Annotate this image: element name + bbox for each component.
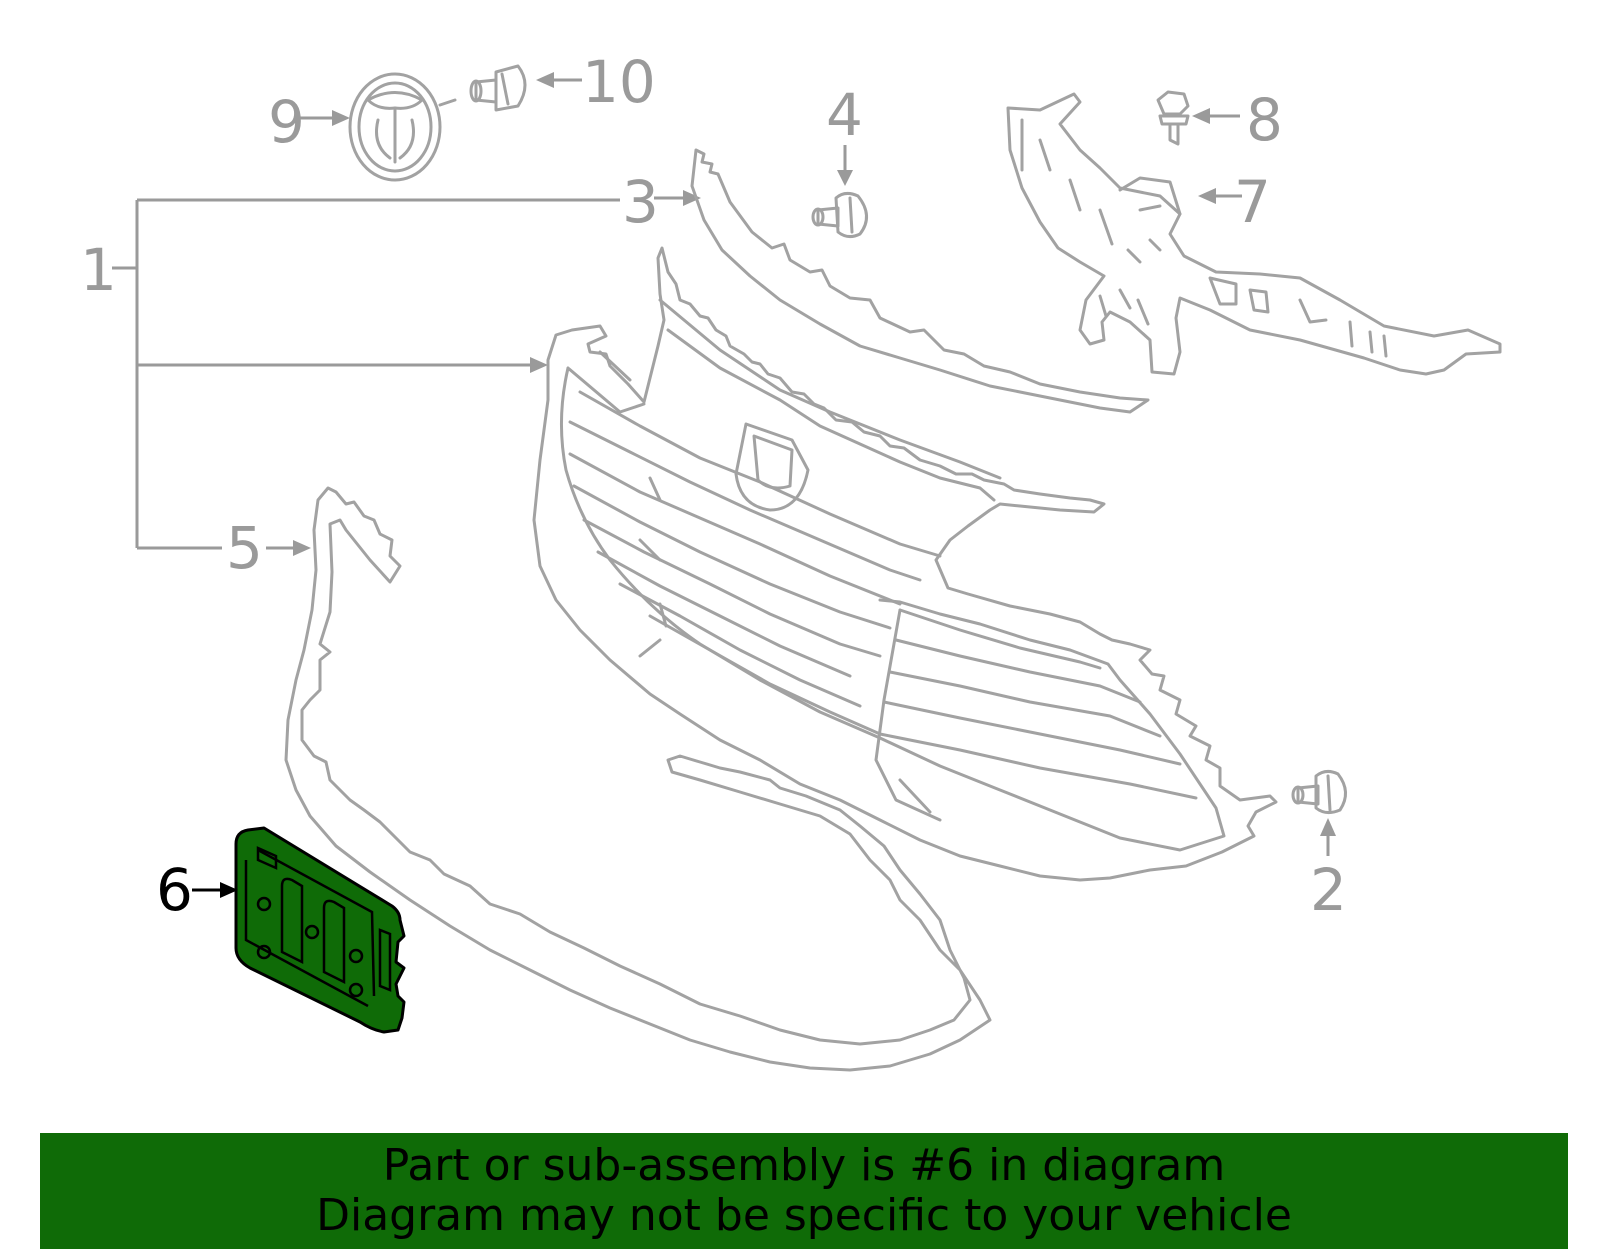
callout-7: 7 <box>1234 168 1271 236</box>
upper-molding-part-3 <box>654 148 1150 414</box>
bolt-part-8 <box>1156 90 1240 146</box>
clip-part-10 <box>469 64 582 112</box>
highlighted-part-6 <box>234 826 406 1034</box>
radiator-grille-assembly <box>532 246 1278 882</box>
callout-labels: 1 2 3 4 5 6 7 8 9 10 <box>80 48 1347 924</box>
license-plate-bracket-part-6 <box>192 826 406 1034</box>
assembly-1-bracket <box>112 198 620 550</box>
callout-3: 3 <box>622 168 659 236</box>
lower-molding-part-5 <box>266 486 992 1072</box>
clip-part-2 <box>1291 769 1347 856</box>
callout-2: 2 <box>1310 856 1347 924</box>
banner-line-2: Diagram may not be specific to your vehi… <box>316 1190 1292 1241</box>
callout-6: 6 <box>156 856 193 924</box>
info-banner: Part or sub-assembly is #6 in diagram Di… <box>40 1133 1568 1249</box>
callout-4: 4 <box>826 81 863 149</box>
clip-part-4 <box>811 145 868 239</box>
callout-9: 9 <box>268 88 305 156</box>
callout-1: 1 <box>80 236 117 304</box>
banner-line-1: Part or sub-assembly is #6 in diagram <box>382 1140 1226 1191</box>
emblem-part-9 <box>300 72 457 182</box>
grille-support-part-7 <box>1006 92 1502 376</box>
callout-10: 10 <box>582 48 656 116</box>
callout-5: 5 <box>226 514 263 582</box>
callout-8: 8 <box>1246 86 1283 154</box>
